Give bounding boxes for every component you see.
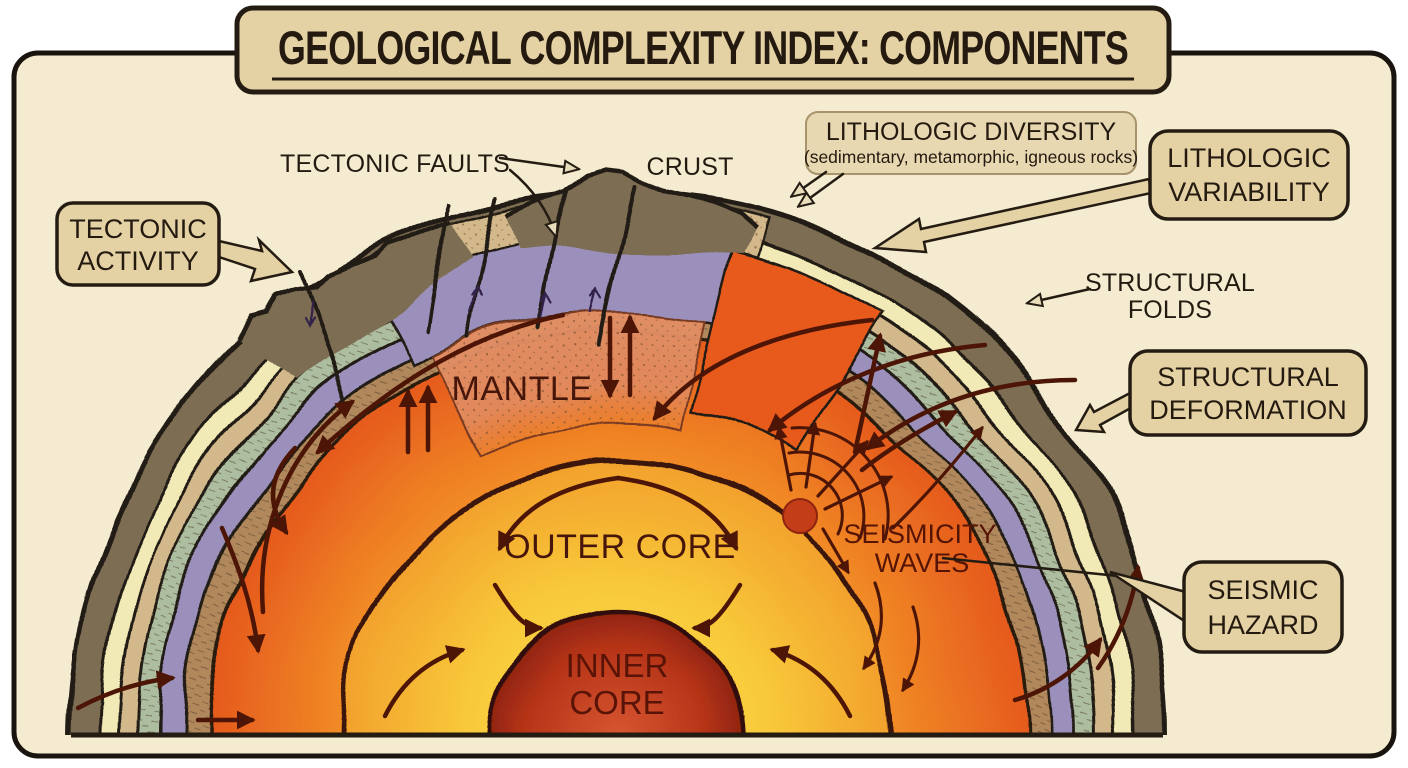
- seismic-wave-arc: [787, 471, 844, 536]
- tectonic-faults-label: TECTONIC FAULTS: [280, 150, 510, 178]
- fault-line: [598, 183, 636, 347]
- fault-line: [422, 201, 454, 332]
- seismic-ray-arrow: [901, 605, 921, 693]
- convection-arrow: [315, 312, 566, 455]
- convection-arrow: [691, 582, 743, 638]
- inner-core-label-line1: INNER: [566, 647, 669, 684]
- structural-folds-label-line1: STRUCTURAL: [1085, 269, 1255, 297]
- callout-box: [1148, 129, 1350, 221]
- page-title: GEOLOGICAL COMPLEXITY INDEX: COMPONENTS: [278, 21, 1128, 74]
- lithologic-diversity-arrow: [799, 172, 845, 206]
- seismicity-waves-label-line1: SEISMICITY: [843, 519, 996, 549]
- surface-bumps-left: [240, 222, 470, 380]
- seismic-hazard-label-line2: HAZARD: [1207, 610, 1318, 640]
- convection-arrow: [269, 445, 298, 536]
- convection-arrow: [492, 582, 544, 638]
- tectonic-faults-arrow: [498, 156, 578, 169]
- surface-outline-peak: [507, 165, 754, 230]
- crust-label: CRUST: [646, 153, 733, 181]
- tectonic-faults-arrow: [508, 168, 556, 236]
- convection-arrow: [767, 342, 988, 433]
- convection-arrow: [1012, 636, 1103, 703]
- seismic-ray-arrow: [862, 581, 883, 671]
- callout-box: [805, 111, 1137, 175]
- callout-box: [55, 201, 221, 287]
- seismic-ray-arrow: [816, 440, 869, 498]
- callout-lithologic-diversity: LITHOLOGIC DIVERSITY (sedimentary, metam…: [792, 111, 1138, 206]
- seismicity-waves-label-line2: WAVES: [875, 548, 970, 578]
- slip-arrow: [302, 298, 315, 329]
- structural-deformation-label-line2: DEFORMATION: [1149, 395, 1347, 425]
- callout-block-arrow: [871, 177, 1153, 254]
- sector-mantle-plume: [689, 246, 884, 457]
- seismic-hazard-label-line1: SEISMIC: [1207, 575, 1318, 605]
- fault-line: [538, 186, 570, 327]
- callout-block-arrow: [217, 235, 295, 283]
- lithologic-diversity-subtitle: (sedimentary, metamorphic, igneous rocks…: [804, 147, 1138, 167]
- fault-line: [466, 194, 499, 340]
- convection-arrow: [852, 332, 887, 455]
- structural-folds-arrow: [1028, 287, 1092, 303]
- structural-deformation-label-line1: STRUCTURAL: [1157, 362, 1339, 392]
- callout-lithologic-variability: LITHOLOGIC VARIABILITY: [871, 129, 1350, 254]
- seismic-ray-arrow: [774, 425, 793, 492]
- structural-folds-label-line2: FOLDS: [1128, 296, 1212, 324]
- title-banner: GEOLOGICAL COMPLEXITY INDEX: COMPONENTS: [234, 5, 1172, 95]
- slip-arrow: [590, 285, 605, 314]
- seismic-hazard-line: [941, 556, 1119, 578]
- convection-arrow: [615, 475, 739, 552]
- convection-arrow: [219, 525, 266, 654]
- convection-arrow: [497, 475, 621, 552]
- lithologic-diversity-title: LITHOLOGIC DIVERSITY: [826, 118, 1117, 146]
- convection-arrow: [652, 317, 875, 421]
- tectonic-activity-label-line1: TECTONIC: [69, 214, 207, 244]
- seismic-focus: [782, 498, 818, 534]
- fault-line: [300, 266, 352, 410]
- callout-seismic-hazard: SEISMIC HAZARD: [941, 556, 1344, 654]
- inner-core-label-line2: CORE: [569, 684, 664, 721]
- seismic-ray-arrow: [823, 475, 894, 511]
- slip-arrow: [468, 289, 483, 318]
- convection-arrow: [75, 670, 176, 711]
- lithologic-variability-label-line1: LITHOLOGIC: [1167, 143, 1331, 173]
- title-box: [234, 5, 1172, 95]
- callout-structural-deformation: STRUCTURAL DEFORMATION: [1073, 349, 1368, 437]
- seismic-ray-arrow: [804, 421, 821, 489]
- layer-inner-core: [487, 607, 747, 735]
- outer-core-label: OUTER CORE: [504, 528, 736, 566]
- convection-arrow: [865, 377, 1078, 451]
- callout-box: [1182, 560, 1344, 654]
- callout-box: [1128, 349, 1368, 437]
- seismic-ray-arrow: [891, 425, 984, 530]
- lithologic-variability-label-line2: VARIABILITY: [1168, 177, 1330, 207]
- salmon-sector-texture: [431, 310, 705, 456]
- seismic-wave-arc: [787, 450, 866, 540]
- convection-arrow: [259, 399, 356, 615]
- callout-tectonic-activity: TECTONIC ACTIVITY: [55, 201, 295, 287]
- surface-outline-left: [237, 219, 453, 342]
- layer-outer-core: [338, 458, 896, 735]
- convection-arrow: [382, 645, 466, 719]
- mantle-label: MANTLE: [452, 370, 593, 408]
- slip-arrow: [540, 291, 555, 320]
- tectonic-activity-label-line2: ACTIVITY: [77, 246, 199, 276]
- seismic-ray-arrow: [821, 527, 850, 575]
- convection-arrow: [769, 645, 853, 719]
